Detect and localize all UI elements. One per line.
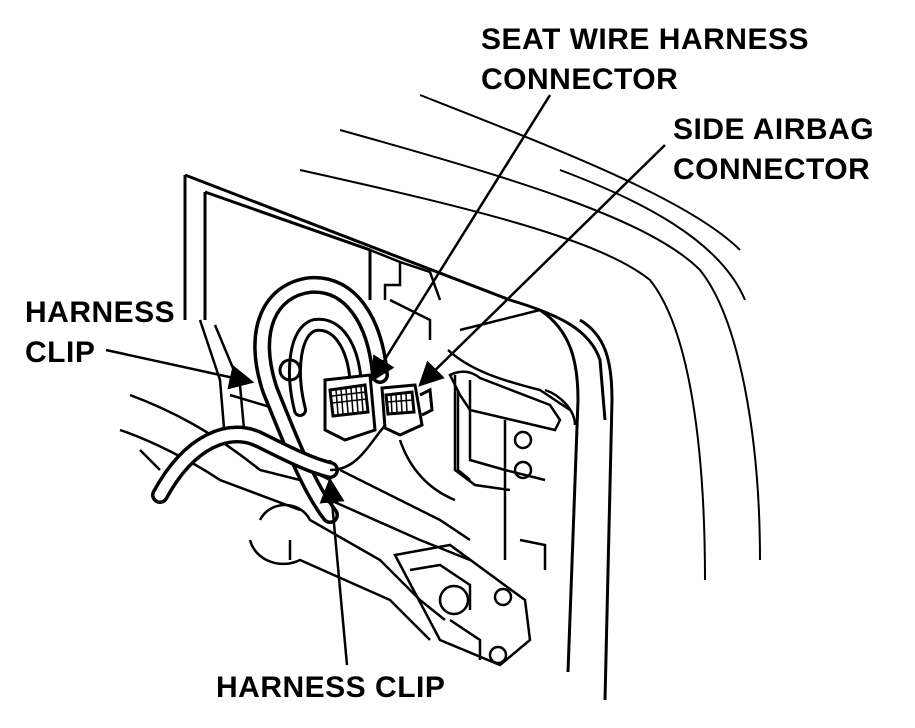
leader-lines	[105, 94, 666, 666]
side-airbag-connector-label: SIDE AIRBAG CONNECTOR	[673, 110, 874, 190]
inner-frame	[369, 248, 577, 570]
side-airbag-connector-label-line1: SIDE AIRBAG	[673, 113, 875, 146]
harness-clip-bottom-label: HARNESS CLIP	[216, 668, 445, 708]
seat-frame-panel	[183, 173, 614, 701]
seat-wire-harness-connector-label-line2: CONNECTOR	[481, 63, 679, 96]
side-airbag-connector-label-line2: CONNECTOR	[673, 153, 871, 186]
harness-clip-bottom-leader	[319, 477, 349, 666]
harness-clip-left-label-line1: HARNESS	[25, 296, 176, 329]
harness-clip-bottom-label-text: HARNESS CLIP	[216, 671, 446, 704]
harness-clip-left-leader	[105, 348, 255, 390]
seat-back-outline	[299, 94, 761, 581]
side-airbag-connector-body	[380, 383, 434, 437]
seat-wire-harness-connector-label: SEAT WIRE HARNESS CONNECTOR	[481, 20, 809, 100]
seat-wire-harness-connector-leader	[370, 94, 552, 383]
harness-clip-left-label-line2: CLIP	[25, 336, 96, 369]
wire-harness	[151, 275, 456, 524]
seat-wire-harness-connector-label-line1: SEAT WIRE HARNESS	[481, 23, 809, 56]
seat-wire-harness-connector-body	[323, 373, 377, 442]
side-airbag-connector-leader	[418, 144, 666, 387]
harness-clip-left-label: HARNESS CLIP	[25, 293, 175, 373]
airbag-module-housing	[448, 370, 562, 481]
